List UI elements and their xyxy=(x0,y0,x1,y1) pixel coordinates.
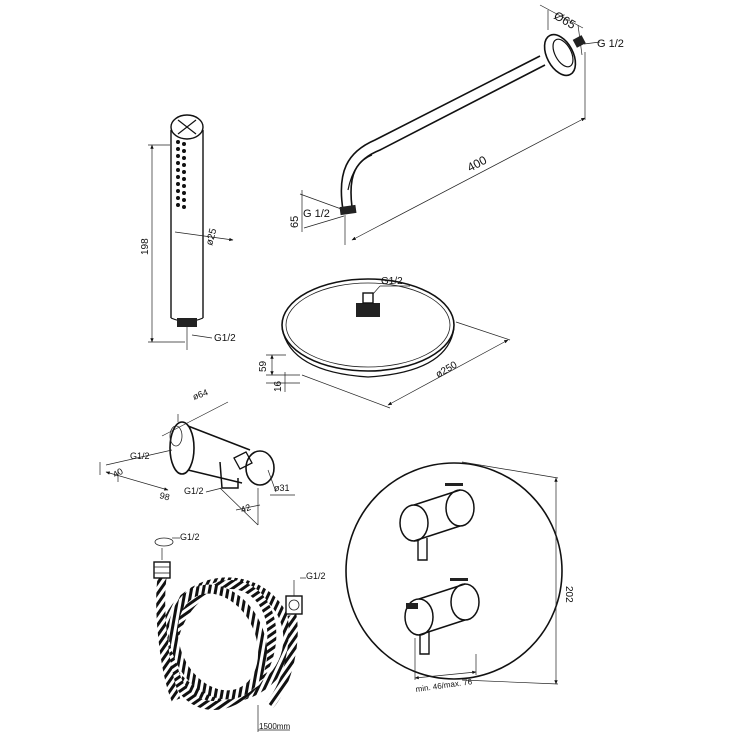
arm-wall-thread-label: G 1/2 xyxy=(597,38,624,50)
wall-outlet-drawing: ø64 G1/2 40 98 G1/2 42 ø31 xyxy=(99,387,295,526)
hand-shower-drawing: 198 ø25 G1/2 xyxy=(140,114,236,350)
hose-length-label: 1500mm xyxy=(259,722,290,731)
head-shower-thread-label: G1/2 xyxy=(381,276,403,287)
wall-outlet-holder-diameter-label: ø31 xyxy=(274,483,290,493)
valve-drawing: 202 min. 46/max. 76 xyxy=(345,461,574,694)
head-shower-drawing: G1/2 59 16 ø250 xyxy=(258,276,511,409)
head-shower-diameter-label: ø250 xyxy=(434,359,460,380)
valve-depth-label: min. 46/max. 76 xyxy=(415,677,473,694)
wall-outlet-depth-label: 40 xyxy=(111,466,125,480)
valve-cover-plate xyxy=(345,462,563,680)
hand-shower-length-label: 198 xyxy=(140,238,151,255)
arm-diameter-label: Ø65 xyxy=(552,8,579,32)
wall-outlet-offset-label: 42 xyxy=(239,502,252,515)
arm-end-thread-label: G 1/2 xyxy=(303,208,330,220)
valve-height-label: 202 xyxy=(563,586,574,603)
valve-upper-knob xyxy=(399,483,475,561)
arm-drop-label: 65 xyxy=(289,216,301,228)
wall-outlet-diameter-label: ø64 xyxy=(191,387,209,402)
wall-outlet-length-label: 98 xyxy=(158,490,170,502)
hand-shower-diameter-label: ø25 xyxy=(204,227,219,247)
hand-shower-nozzles xyxy=(176,140,186,209)
hose-drawing: G1/2 G1/2 1500mm xyxy=(153,532,326,732)
wall-outlet-rear-thread-label: G1/2 xyxy=(130,451,150,461)
arm-length-label: 400 xyxy=(465,153,490,175)
hose-right-nut xyxy=(285,595,303,615)
shower-arm-drawing: Ø65 G 1/2 400 G 1/2 65 xyxy=(289,4,624,245)
head-shower-height-label: 59 xyxy=(258,360,269,372)
hand-shower-thread-label: G1/2 xyxy=(214,333,236,344)
wall-outlet-bottom-thread-label: G1/2 xyxy=(184,486,204,496)
valve-lower-knob xyxy=(404,578,480,655)
hose-right-thread-label: G1/2 xyxy=(306,571,326,581)
arm-wall-flange xyxy=(543,33,577,77)
head-shower-edge-label: 16 xyxy=(273,380,284,392)
hose-left-nut xyxy=(153,561,171,579)
hose-left-thread-label: G1/2 xyxy=(180,532,200,542)
